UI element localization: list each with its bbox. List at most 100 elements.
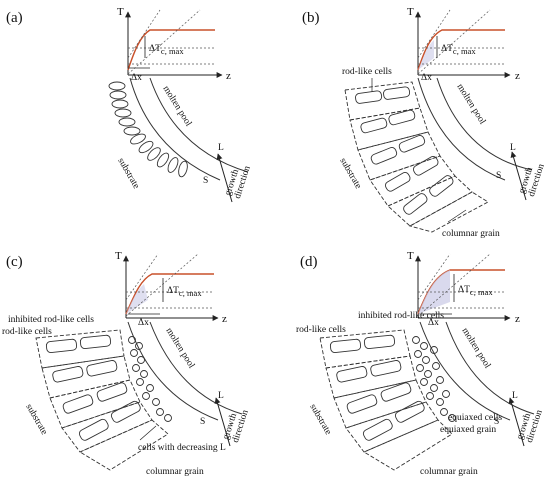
columnar-grain [363,419,453,471]
solidus-label-b: S [496,171,501,181]
rod-cell [403,193,428,215]
cell-a [111,99,129,109]
equiaxed-cell [420,378,428,386]
liquidus-boundary-b [436,77,533,171]
growth-arrow-c [214,397,231,447]
liquidus-boundary-d [445,321,535,415]
rod-cell [62,394,94,414]
equiaxed-cell [426,392,434,400]
columnar-grain [408,191,489,233]
panel-label-a: (a) [6,10,23,26]
actual-gradient-b [417,9,491,75]
delta-t-label-b: ΔTc, max [441,44,476,56]
equiaxed-cell [424,370,432,378]
equiaxed-cell [422,356,430,364]
columnar-grain [41,355,131,399]
cell-a [123,126,141,136]
grain-fan-d [319,329,456,471]
molten-pool-label-c: molten pool [163,326,196,370]
rod-cell [413,156,439,176]
t-axis-label-c: T [115,250,122,262]
undercooled-zone-c [126,284,148,314]
rod-cell [336,366,368,383]
equiaxed-cell [412,336,420,344]
t-axis-label-d: T [407,250,414,262]
small-cell [130,349,138,357]
delta-x-label-b: Δx [421,73,432,83]
cell-a [108,81,126,91]
liquidus-label-b: L [510,143,516,153]
solidus-label-c: S [200,417,205,427]
columnar-grain-label-c: columnar grain [146,467,204,477]
small-cell [132,364,140,372]
delta-t-label-c: ΔTc, max [167,286,202,298]
cell-a [178,160,188,178]
substrate-label-a: substrate [115,157,141,191]
rod-cell [394,400,425,423]
columnar-grain [325,355,417,399]
rod-cell [86,360,118,377]
rod-cell [45,338,78,353]
rod-cell [329,338,362,353]
z-axis-label-a: z [226,70,231,82]
cell-a [156,152,170,168]
small-cell [152,398,160,406]
cell-a [130,133,146,145]
cell-a [118,117,136,127]
delta-x-label-c: Δx [138,318,149,328]
panel-label-c: (c) [6,254,23,270]
growth-direction-label-b: growth direction [517,159,547,198]
columnar-grain [357,131,441,181]
small-cell [135,342,143,350]
columnar-grain-leader-b [447,209,467,223]
temperature-plot-b: T z ΔTc, max Δx [407,6,520,83]
rod-cell [355,90,383,104]
actual-gradient-a [127,9,201,75]
cell-a [109,90,127,100]
molten-pool-label-b: molten pool [454,82,487,126]
columnar-grain-label-b: columnar grain [442,229,500,239]
rod-like-cells-label-d: rod-like cells [296,325,346,335]
small-cell [142,392,150,400]
z-axis-label-c: z [222,313,227,325]
cell-a [147,147,161,161]
cells-decreasing-label-c: cells with decreasing L [138,443,226,453]
equiaxed-cell [432,362,440,370]
rod-cell [380,382,412,402]
equiaxed-cells-label-d: equiaxed cells [448,413,502,423]
growth-arrow-b [510,151,527,201]
rod-cell [398,135,426,153]
equiaxed-cell [430,346,438,354]
molten-pool-label-a: molten pool [160,84,193,128]
growth-arrow-a [216,153,233,203]
columnar-grain-label-d: columnar grain [420,467,478,477]
growth-direction-label-c: growth direction [221,405,251,444]
small-cell [156,408,164,416]
small-cell [136,378,144,386]
rod-cell [78,418,109,441]
liquidus-boundary-c [149,321,243,415]
rod-cell [363,334,396,349]
equiaxed-cell [414,350,422,358]
z-axis-label-b: z [515,70,520,82]
small-cell [140,370,148,378]
delta-t-label-a: ΔTc, max [149,44,184,56]
equiaxed-grain-label-d: equiaxed grain [440,425,496,435]
cell-a [167,157,179,173]
temperature-plot-a: T z ΔTc, max Δx [117,6,231,83]
panel-b: (b) T z ΔTc, max Δx [302,6,547,239]
panel-a: (a) T z ΔTc, max Δx [6,6,253,203]
equiaxed-cell [430,384,438,392]
liquidus-gradient-a [127,9,161,59]
rod-cell [385,172,411,192]
grain-fan-c [35,329,172,471]
rod-cell [370,360,402,377]
grain-fan-b [344,81,489,233]
z-axis-label-d: z [515,313,520,325]
equiaxed-cell [440,408,448,416]
inhibited-rod-like-cells-label-c: inhibited rod-like cells [8,315,94,325]
equiaxed-cell [448,414,456,422]
rod-cell [360,117,388,134]
solidus-label-a: S [203,176,208,186]
